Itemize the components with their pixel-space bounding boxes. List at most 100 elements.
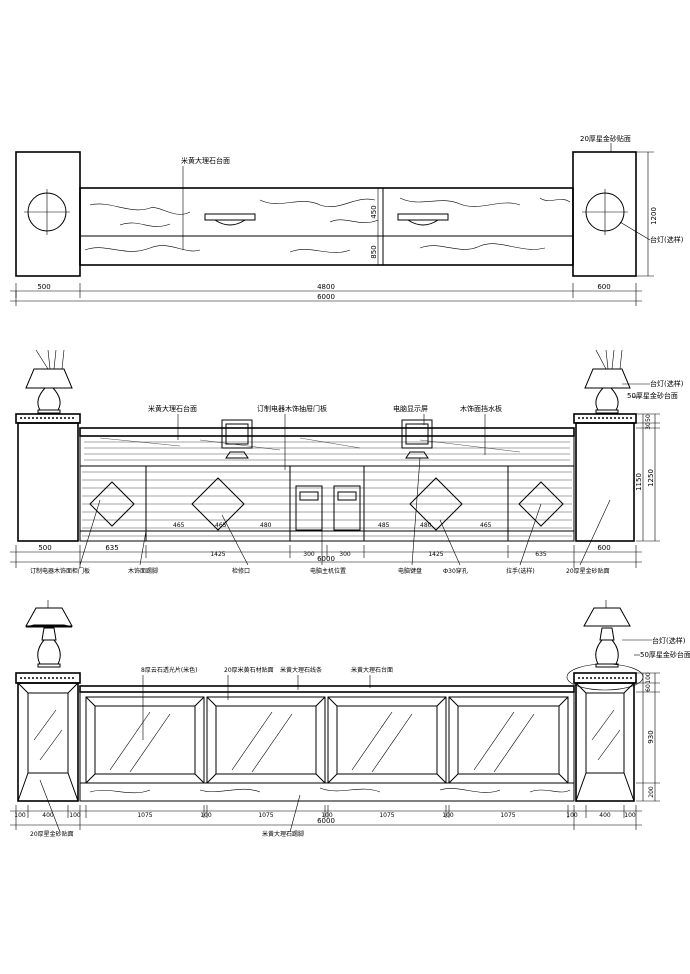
- front-door-diamond-2: [191, 477, 245, 531]
- front-dim-1425a: 1425: [210, 551, 225, 558]
- rear-bl-2: 米黄大理石踢脚: [262, 830, 304, 838]
- plan-right-pedestal: [572, 151, 637, 277]
- front-dim-600: 600: [597, 544, 610, 552]
- plan-label-granite: 20厚星金砂贴面: [580, 134, 631, 143]
- rear-dim-total: 6000: [317, 817, 335, 825]
- rear-left-lamp-body: [37, 639, 61, 665]
- rear-dim-5: 100: [200, 812, 212, 819]
- rear-right-lamp-body: [595, 639, 619, 665]
- rear-label-stone: 8厚云石透光片(米色): [141, 666, 198, 674]
- rear-left-lampshade: [25, 607, 73, 627]
- plan-dim-600: 600: [597, 283, 610, 291]
- plan-dim-4800: 4800: [317, 283, 335, 291]
- front-wood-grain-lower: [82, 471, 572, 537]
- front-bl-2: 木饰面踢脚: [128, 567, 158, 575]
- front-label-marble-top: 米黄大理石台面: [148, 404, 197, 413]
- rear-dim-10: 1075: [500, 812, 515, 819]
- rear-dim-11: 100: [566, 812, 578, 819]
- rear-dim-r4: 200: [648, 786, 655, 798]
- front-dim-500: 500: [38, 544, 51, 552]
- rear-label-edge2: 米黄大理石台面: [351, 666, 393, 674]
- rear-panel-frame-3: [327, 696, 447, 784]
- front-bl-1: 订制电器木饰面柜门板: [30, 567, 90, 575]
- front-dim-1425b: 1425: [428, 551, 443, 558]
- plan-counter-top: [79, 187, 574, 266]
- rear-dim-4: 1075: [137, 812, 152, 819]
- plan-dim-500: 500: [37, 283, 50, 291]
- front-door-diamond-4: [518, 481, 564, 527]
- rear-left-pedestal: [17, 682, 79, 802]
- rear-dim-3: 100: [69, 812, 81, 819]
- rear-dim-2: 400: [42, 812, 54, 819]
- front-dim-635b: 635: [535, 551, 547, 558]
- rear-dim-r1: 100: [645, 672, 652, 684]
- front-right-pedestal: [575, 422, 635, 542]
- front-right-lamp-body: [595, 387, 619, 411]
- rear-right-pedestal: [575, 682, 635, 802]
- plan-label-marble-top: 米黄大理石台面: [181, 156, 230, 165]
- rear-dim-1: 100: [14, 812, 26, 819]
- plan-left-pedestal: [15, 151, 81, 277]
- front-door-diamond-3: [409, 477, 463, 531]
- rear-label-frame: 20厚米黄石材贴面: [224, 666, 274, 674]
- rear-bl-1: 20厚星金砂贴面: [30, 830, 74, 838]
- rear-panel-frame-1: [85, 696, 205, 784]
- plan-view: 500 4800 600 6000 1200 450 850 米黄大理石台面 2…: [10, 134, 684, 306]
- plan-sink-left: [204, 213, 256, 221]
- rear-dim-13: 100: [624, 812, 636, 819]
- rear-dim-9: 100: [442, 812, 454, 819]
- front-label-baseboard: 木饰面挡水板: [460, 404, 502, 413]
- front-dim-300b: 300: [339, 551, 351, 558]
- rear-dim-12: 400: [599, 812, 611, 819]
- front-cpu-left: [295, 485, 323, 531]
- plan-sink-right: [397, 213, 449, 221]
- front-left-pedestal: [17, 422, 79, 542]
- rear-right-lampshade: [583, 607, 631, 627]
- front-bl-6: Ф30穿孔: [443, 567, 468, 575]
- front-dim-1250: 1250: [647, 469, 655, 487]
- rear-panel-body: [79, 691, 575, 802]
- front-left-lamp-body: [37, 387, 61, 411]
- front-dim-30: 30: [645, 422, 652, 430]
- front-left-lampshade: [25, 368, 73, 389]
- rear-dim-r3: 930: [647, 730, 655, 743]
- front-bl-3: 检修口: [232, 567, 250, 575]
- front-inner-dim-3: 480: [260, 522, 272, 529]
- front-dim-300a: 300: [303, 551, 315, 558]
- rear-elevation: 100 400 100 1075 100 1075 100 1075 100 1…: [10, 600, 690, 838]
- front-bl-5: 电脑键盘: [398, 567, 422, 575]
- front-dim-1150: 1150: [635, 473, 643, 491]
- front-monitor-right: [401, 419, 433, 449]
- rear-dim-r2: 60: [645, 684, 652, 692]
- rear-dim-6: 1075: [258, 812, 273, 819]
- plan-dim-1200: 1200: [650, 207, 658, 225]
- front-right-lampshade: [584, 368, 631, 389]
- front-bl-7: 拉手(选样): [506, 567, 535, 575]
- front-door-diamond-1: [89, 481, 135, 527]
- front-bl-4: 电脑主机位置: [310, 567, 346, 575]
- plan-label-lamp: 台灯(选样): [650, 235, 684, 244]
- front-inner-dim-6: 465: [480, 522, 492, 529]
- front-inner-dim-2: 465: [215, 522, 227, 529]
- front-label-monitor: 电脑显示屏: [393, 404, 428, 413]
- front-inner-dim-5: 480: [420, 522, 432, 529]
- front-dim-50: 50: [645, 414, 652, 422]
- rear-left-glass-panel: [27, 692, 69, 774]
- front-bl-8: 20厚星金砂贴面: [566, 567, 610, 575]
- front-dim-total: 6000: [317, 555, 335, 563]
- rear-label-edge1: 米黄大理石线条: [280, 666, 322, 674]
- rear-panel-frame-4: [448, 696, 569, 784]
- front-label-lamp: 台灯(选样): [650, 379, 684, 388]
- front-wood-grain-upper: [84, 437, 570, 461]
- rear-counter-top: [79, 685, 575, 693]
- plan-dim-850: 850: [370, 245, 378, 258]
- rear-label-granite-top: 50厚星金砂台面: [640, 650, 690, 659]
- rear-right-glass-panel: [585, 692, 625, 774]
- rear-baseboard: [79, 782, 575, 802]
- front-elevation: 465 465 480 485 480 465 500 635 1425 300…: [10, 349, 684, 575]
- front-inner-dim-4: 485: [378, 522, 390, 529]
- front-monitor-left: [221, 419, 253, 449]
- front-label-custom-door: 订制电器木饰抽屉门板: [257, 404, 327, 413]
- rear-label-lamp: 台灯(选样): [652, 636, 686, 645]
